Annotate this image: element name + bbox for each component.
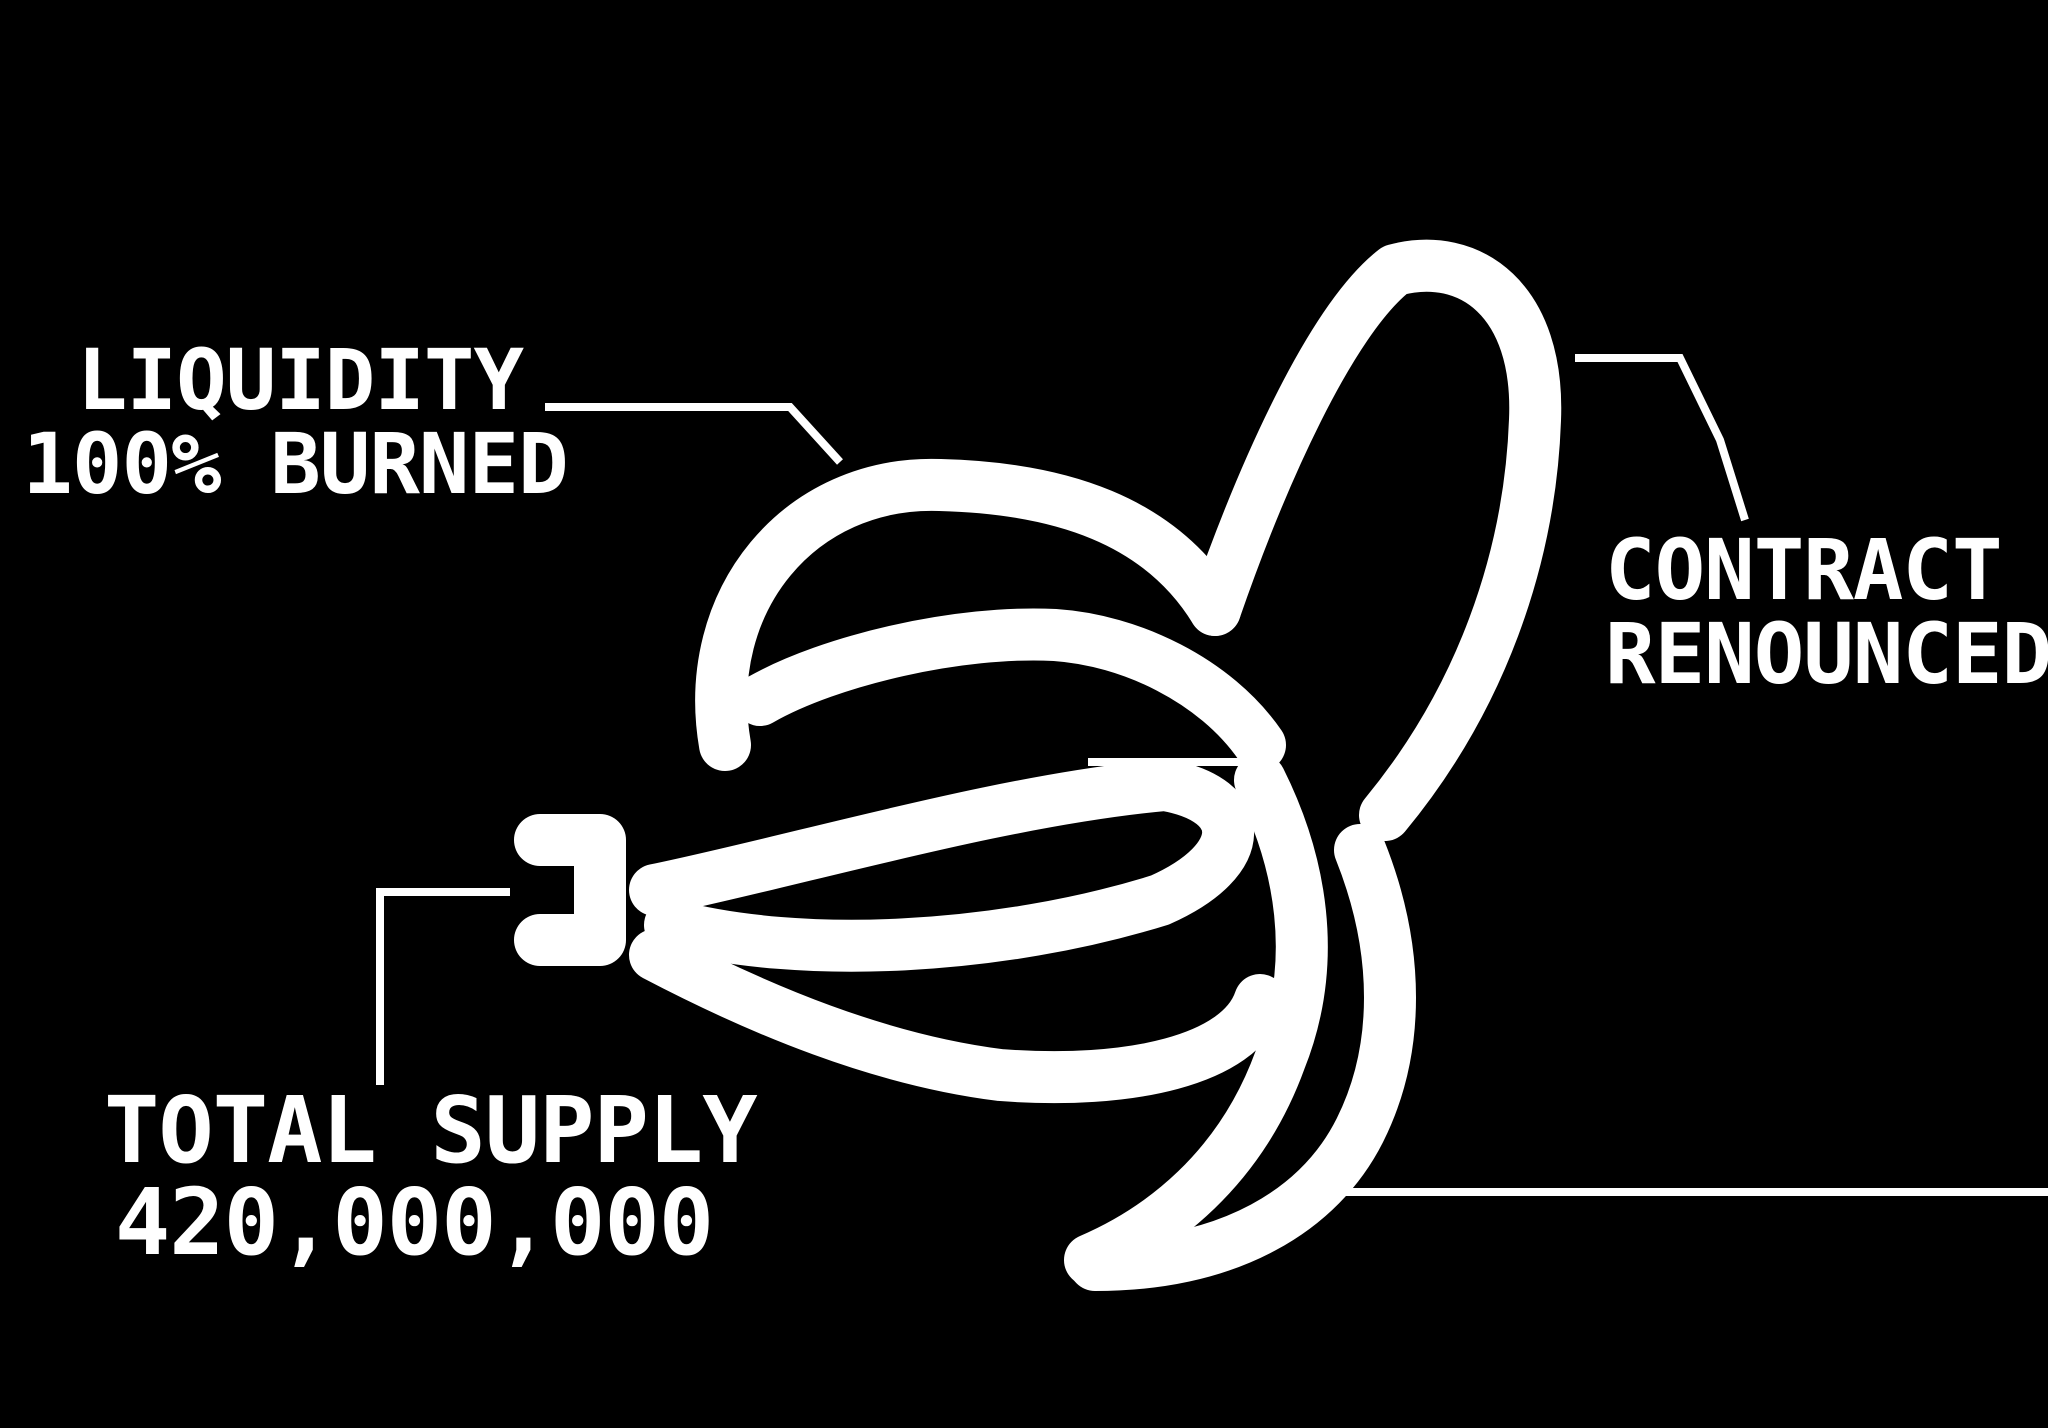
liquidity-value: 100% BURNED: [22, 415, 568, 513]
leader-contract: [1575, 354, 1749, 522]
contract-callout: CONTRACT RENOUNCED: [1605, 528, 2048, 696]
banana-icon: [514, 239, 1562, 1291]
banana-peel-left: [734, 608, 1286, 771]
supply-value: 420,000,000: [114, 1169, 714, 1276]
banana-stem: [514, 814, 626, 966]
banana-body-lower: [629, 929, 1286, 1104]
leader-supply: [376, 888, 510, 1085]
contract-title: CONTRACT: [1605, 521, 2003, 619]
banana-fruit: [629, 759, 1255, 972]
leader-lines: [376, 354, 2048, 1196]
banana-peel-right: [1189, 239, 1562, 841]
liquidity-title: LIQUIDITY: [76, 331, 524, 429]
banana-peel-top: [695, 458, 1241, 771]
leader-liquidity: [545, 403, 843, 465]
supply-callout: TOTAL SUPPLY 420,000,000: [104, 1077, 758, 1276]
supply-title: TOTAL SUPPLY: [104, 1077, 758, 1184]
contract-status: RENOUNCED: [1605, 605, 2048, 703]
banana-peel-bottom: [1064, 754, 1328, 1286]
banana-peel-inner: [1069, 824, 1416, 1291]
liquidity-callout: LIQUIDITY 100% BURNED: [0, 338, 590, 506]
